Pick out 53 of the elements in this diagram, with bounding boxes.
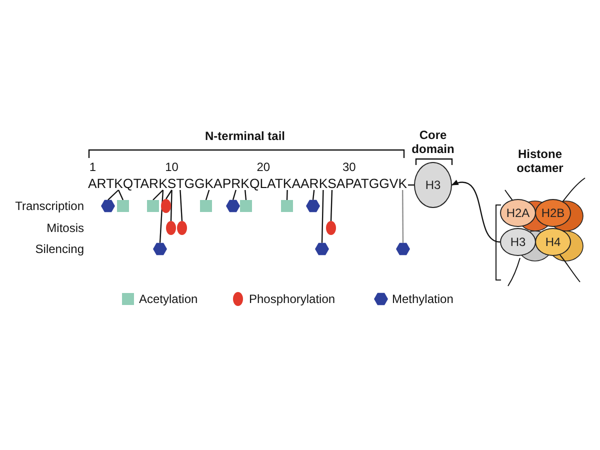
row-label: Mitosis (46, 221, 84, 235)
histone-label: H2B (541, 206, 565, 220)
position-number: 30 (342, 160, 356, 174)
phospho-oval-icon (161, 199, 171, 213)
section-title: N-terminal tail (204, 129, 285, 143)
methyl-hexagon-icon (226, 200, 240, 212)
connector-line (108, 190, 119, 200)
connector-line (312, 190, 315, 200)
methyl-hexagon-icon (396, 242, 410, 256)
histone-label: H3 (510, 235, 526, 249)
legend-label: Acetylation (139, 292, 198, 306)
connector-line (118, 190, 124, 200)
methyl-hexagon-icon (315, 242, 329, 256)
methyl-hexagon-icon (153, 242, 167, 256)
curved-arrow (451, 180, 500, 243)
histone-ellipse (500, 228, 536, 256)
connector-line (286, 190, 288, 200)
connector-line (180, 190, 183, 222)
phospho-oval-icon (177, 221, 187, 235)
acetyl-square-icon (147, 200, 159, 212)
connector-line (170, 190, 172, 222)
acetyl-square-icon (200, 200, 212, 212)
connector-line (152, 190, 164, 200)
section-title: Core domain (410, 128, 456, 156)
section-title: Histone octamer (516, 147, 564, 175)
connector-line (159, 190, 164, 243)
legend-label: Methylation (392, 292, 454, 306)
connector-line (232, 190, 236, 200)
phospho-oval-icon (166, 221, 176, 235)
connector-line (166, 190, 172, 200)
amino-acid-sequence: ARTKQTARKSTGGKAPRKQLATKAARKSAPATGGVK (88, 176, 408, 191)
connector-line (402, 190, 404, 243)
connector-line (244, 190, 247, 200)
acetyl-square-icon (281, 200, 293, 212)
acetyl-square-icon (117, 200, 129, 212)
legend-label: Phosphorylation (249, 292, 336, 306)
histone-ellipse (500, 199, 536, 227)
methyl-hexagon-icon (101, 200, 115, 212)
connector-line (205, 190, 210, 200)
acetyl-square-icon (240, 200, 252, 212)
connector-line (330, 190, 333, 222)
position-number: 20 (256, 160, 270, 174)
position-number: 10 (165, 160, 178, 174)
histone-label: H4 (545, 235, 561, 249)
histone-label: H2A (506, 206, 530, 220)
histone-label: H3 (425, 178, 441, 192)
row-label: Transcription (15, 199, 84, 213)
phospho-oval-icon (326, 221, 336, 235)
row-label: Silencing (35, 242, 84, 256)
connector-line (321, 190, 324, 243)
position-number: 1 (89, 160, 96, 174)
methyl-hexagon-icon (306, 200, 320, 212)
histone-ellipse (414, 162, 452, 208)
